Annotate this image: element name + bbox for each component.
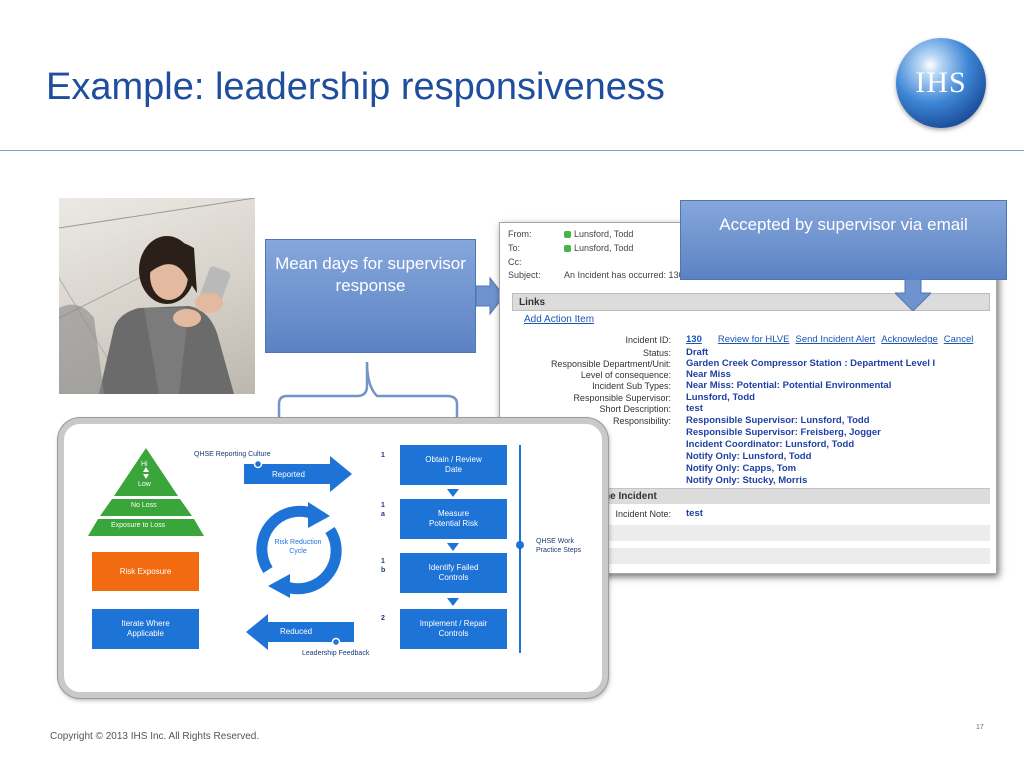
copyright-footer: Copyright © 2013 IHS Inc. All Rights Res…	[50, 731, 260, 742]
incident-note-value: test	[686, 508, 703, 519]
responsibility-value-4: Notify Only: Lunsford, Todd	[686, 451, 812, 462]
department-value: Garden Creek Compressor Station : Depart…	[686, 358, 936, 369]
from-row: From: Lunsford, Todd	[508, 229, 633, 239]
ihs-logo: IHS	[896, 38, 986, 128]
step-measure-risk: Measure Potential Risk	[400, 499, 507, 539]
contact-icon	[564, 245, 571, 252]
step-obtain-review: Obtain / Review Date	[400, 445, 507, 485]
pyramid-no-loss-label: No Loss	[131, 502, 157, 509]
grey-row	[512, 525, 990, 541]
department-label: Responsible Department/Unit:	[550, 359, 671, 369]
incident-id-row: 130 Review for HLVE Send Incident Alert Ack…	[686, 334, 979, 345]
consequence-label: Level of consequence:	[580, 370, 671, 380]
pyramid-exposure-label: Exposure to Loss	[111, 522, 166, 529]
down-triangle-icon	[447, 543, 459, 551]
cancel-link[interactable]: Cancel	[943, 334, 974, 345]
down-triangle-icon	[447, 598, 459, 606]
consequence-value: Near Miss	[686, 369, 731, 380]
title-divider	[0, 150, 1024, 151]
incident-id-link[interactable]: 130	[686, 334, 702, 345]
responsibility-value-6: Notify Only: Stucky, Morris	[686, 475, 808, 486]
woman-with-phone-photo	[59, 198, 255, 394]
step-number: 1 a	[381, 502, 385, 518]
incident-id-label: Incident ID:	[625, 335, 671, 345]
step-number: 2	[381, 615, 385, 622]
logo-text: IHS	[915, 66, 967, 99]
incident-note-label: Incident Note:	[615, 509, 671, 519]
responsibility-value-3: Incident Coordinator: Lunsford, Todd	[686, 439, 855, 450]
subject-label: Subject:	[508, 270, 541, 280]
step-implement-controls: Implement / Repair Controls	[400, 609, 507, 649]
from-value: Lunsford, Todd	[574, 229, 634, 239]
subject-value: An Incident has occurred: 130	[564, 270, 684, 280]
step-identify-controls: Identify Failed Controls	[400, 553, 507, 593]
supervisor-value: Lunsford, Todd	[686, 392, 755, 403]
brace-connector	[277, 361, 459, 434]
risk-pyramid	[88, 448, 204, 536]
pyramid-low-label: Low	[138, 481, 151, 488]
responsibility-label: Responsibility:	[612, 416, 671, 426]
step-number: 1 b	[381, 558, 386, 574]
subtypes-value: Near Miss: Potential: Potential Environm…	[686, 380, 892, 391]
reported-arrow	[244, 456, 352, 492]
iterate-box: Iterate Where Applicable	[92, 609, 199, 649]
qhse-work-steps-label: QHSE Work Practice Steps	[536, 538, 582, 554]
to-row: To: Lunsford, Todd	[508, 243, 633, 253]
leadership-feedback-label: Leadership Feedback	[302, 650, 370, 657]
step-number: 1	[381, 452, 385, 459]
to-label: To:	[508, 243, 521, 253]
subject-row: Subject: An Incident has occurred: 130	[508, 270, 684, 280]
reported-label: Reported	[272, 470, 305, 479]
mean-days-callout: Mean days for supervisor response	[265, 239, 476, 353]
contact-icon	[564, 231, 571, 238]
down-arrow-icon	[895, 279, 931, 311]
page-number: 17	[976, 724, 984, 731]
links-header: Links	[512, 293, 990, 311]
grey-row	[512, 548, 990, 564]
short-description-label: Short Description:	[599, 404, 671, 414]
risk-exposure-box: Risk Exposure	[92, 552, 199, 591]
status-value: Draft	[686, 347, 709, 358]
acknowledge-link[interactable]: Acknowledge	[881, 334, 938, 345]
reduced-arrow	[246, 614, 354, 650]
add-action-item-link[interactable]: Add Action Item	[524, 314, 595, 325]
cc-label: Cc:	[508, 257, 522, 267]
reduced-label: Reduced	[280, 627, 313, 636]
photo-illustration	[59, 198, 255, 394]
supervisor-label: Responsible Supervisor:	[573, 393, 671, 403]
right-arrow-icon	[476, 276, 504, 316]
status-label: Status:	[642, 348, 671, 358]
subtypes-label: Incident Sub Types:	[592, 381, 671, 391]
review-hlve-link[interactable]: Review for HLVE	[717, 334, 790, 345]
responsibility-value-2: Responsible Supervisor: Freisberg, Jogge…	[686, 427, 881, 438]
risk-reduction-diagram: Hi Low No Loss Exposure to Loss Risk Exp…	[58, 418, 608, 698]
cc-row: Cc:	[508, 257, 564, 267]
down-triangle-icon	[447, 489, 459, 497]
slide-title: Example: leadership responsiveness	[46, 66, 665, 108]
cycle-label: Risk Reduction Cycle	[274, 539, 322, 555]
from-label: From:	[508, 229, 532, 239]
qhse-culture-label: QHSE Reporting Culture	[194, 451, 271, 458]
responsibility-value-1: Responsible Supervisor: Lunsford, Todd	[686, 415, 870, 426]
steps-bracket-line	[519, 445, 521, 653]
to-value: Lunsford, Todd	[574, 243, 634, 253]
cycle-arrows-icon	[256, 502, 342, 598]
responsibility-value-5: Notify Only: Capps, Tom	[686, 463, 797, 474]
steps-bracket-dot	[516, 541, 524, 549]
pyramid-hi-label: Hi	[141, 461, 148, 468]
send-alert-link[interactable]: Send Incident Alert	[795, 334, 876, 345]
incident-section-header: he Incident	[512, 488, 990, 504]
short-description-value: test	[686, 403, 703, 414]
accepted-by-supervisor-callout: Accepted by supervisor via email	[680, 200, 1007, 280]
